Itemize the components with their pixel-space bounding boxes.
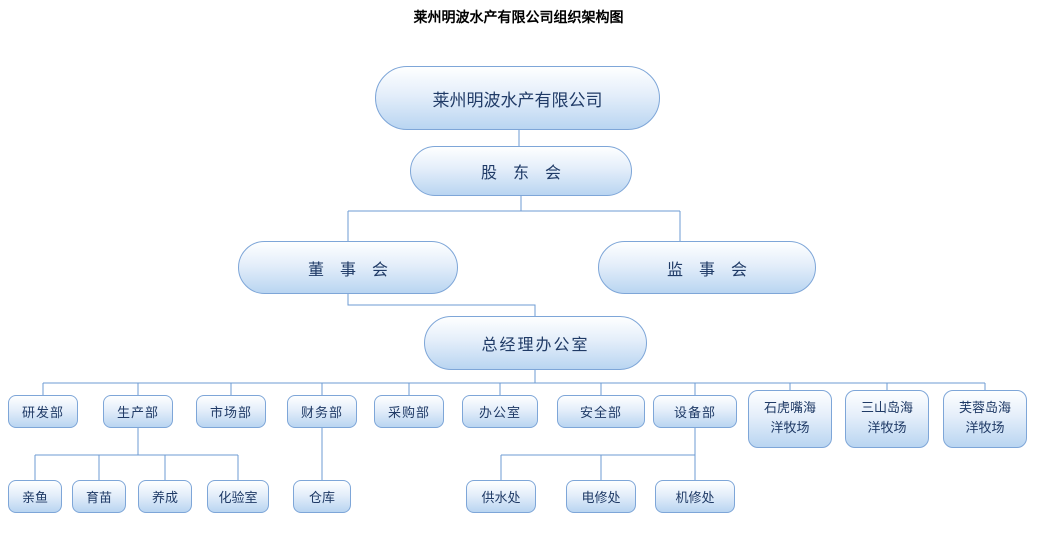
node-supervisory-board: 监 事 会 <box>598 241 816 294</box>
chart-title: 莱州明波水产有限公司组织架构图 <box>413 10 624 26</box>
node-ranch-shihuzui: 石虎嘴海洋牧场 <box>748 390 832 448</box>
node-company: 莱州明波水产有限公司 <box>375 66 660 130</box>
node-sub-machine-repair: 机修处 <box>655 480 735 513</box>
node-dept-equipment: 设备部 <box>653 395 737 428</box>
node-sub-electrical-repair: 电修处 <box>566 480 636 513</box>
node-dept-rd: 研发部 <box>8 395 78 428</box>
node-shareholders-meeting: 股 东 会 <box>410 146 632 196</box>
node-dept-production: 生产部 <box>103 395 173 428</box>
node-dept-safety: 安全部 <box>557 395 645 428</box>
node-dept-office: 办公室 <box>462 395 538 428</box>
node-ranch-sanshandao: 三山岛海洋牧场 <box>845 390 929 448</box>
node-gm-office: 总经理办公室 <box>424 316 647 370</box>
node-dept-marketing: 市场部 <box>196 395 266 428</box>
connectors-path <box>34 130 986 480</box>
node-sub-lab: 化验室 <box>207 480 269 513</box>
node-board-of-directors: 董 事 会 <box>238 241 458 294</box>
node-sub-broodstock: 亲鱼 <box>8 480 62 513</box>
node-dept-finance: 财务部 <box>287 395 357 428</box>
node-sub-water-supply: 供水处 <box>466 480 536 513</box>
node-ranch-furongdao: 芙蓉岛海洋牧场 <box>943 390 1027 448</box>
node-sub-growout: 养成 <box>138 480 192 513</box>
node-dept-purchasing: 采购部 <box>374 395 444 428</box>
node-sub-warehouse: 仓库 <box>293 480 351 513</box>
node-sub-fry: 育苗 <box>72 480 126 513</box>
